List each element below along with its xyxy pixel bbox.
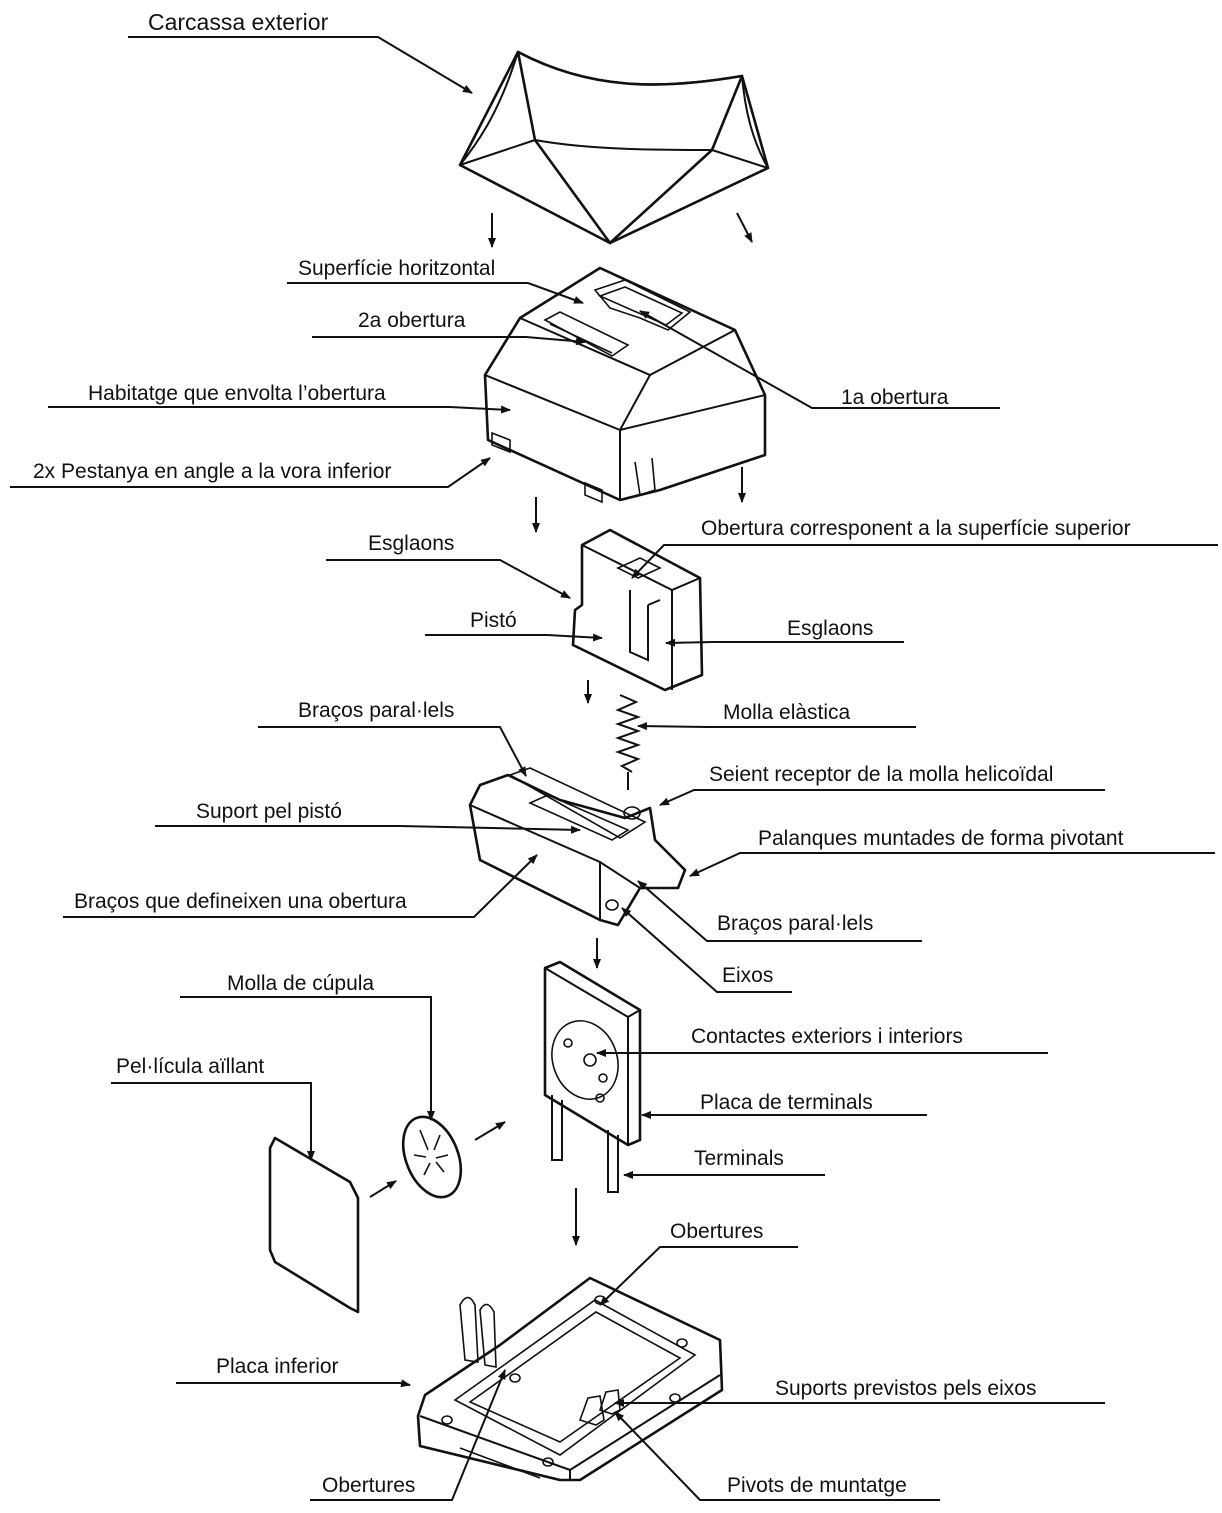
label-steps-right: Esglaons — [787, 617, 874, 640]
label-insulating-film: Pel·lícula aïllant — [116, 1055, 265, 1078]
label-first-opening: 1a obertura — [841, 386, 949, 409]
insulating-film-part — [268, 1136, 360, 1314]
label-second-opening: 2a obertura — [358, 309, 466, 332]
label-terminals: Terminals — [694, 1147, 784, 1170]
label-parallel-arms-top: Braços paral·lels — [298, 699, 455, 722]
label-mounting-pivots: Pivots de muntatge — [727, 1474, 907, 1497]
label-housing: Habitatge que envolta l’obertura — [88, 382, 386, 405]
label-parallel-arms-bottom: Braços paral·lels — [717, 912, 874, 935]
label-bottom-plate: Placa inferior — [216, 1355, 339, 1378]
label-plunger: Pistó — [470, 609, 517, 632]
label-openings-top: Obertures — [670, 1220, 764, 1243]
label-outer-shell: Carcassa exterior — [148, 9, 329, 35]
label-openings-bottom: Obertures — [322, 1474, 416, 1497]
coil-spring-part — [614, 694, 642, 790]
housing-part — [483, 266, 767, 504]
label-tabs: 2x Pestanya en angle a la vora inferior — [33, 460, 392, 483]
label-dome-spring: Molla de cúpula — [227, 972, 375, 995]
label-axle-supports: Suports previstos pels eixos — [775, 1377, 1037, 1400]
assembly-arrows — [369, 212, 753, 1246]
label-axles: Eixos — [722, 964, 774, 987]
label-pivot-levers: Palanques muntades de forma pivotant — [758, 827, 1124, 850]
label-opening-arms: Braços que defineixen una obertura — [74, 890, 407, 913]
pivot-lever-part — [468, 767, 687, 927]
bottom-plate-part — [416, 1276, 724, 1482]
terminal-plate-part — [543, 960, 642, 1193]
label-top-opening: Obertura corresponent a la superfície su… — [701, 517, 1131, 540]
label-terminal-plate: Placa de terminals — [700, 1091, 873, 1114]
label-plunger-support: Suport pel pistó — [196, 800, 342, 823]
label-horizontal-surface: Superfície horitzontal — [298, 257, 496, 280]
label-spring-seat: Seient receptor de la molla helicoïdal — [709, 763, 1054, 786]
outer-shell-part — [458, 50, 770, 245]
label-contacts: Contactes exteriors i interiors — [691, 1025, 963, 1048]
plunger-part — [571, 528, 704, 692]
label-elastic-spring: Molla elàstica — [723, 701, 851, 724]
label-steps-left: Esglaons — [368, 532, 455, 555]
dome-spring-part — [401, 1115, 463, 1199]
leader-lines — [10, 36, 1218, 1501]
